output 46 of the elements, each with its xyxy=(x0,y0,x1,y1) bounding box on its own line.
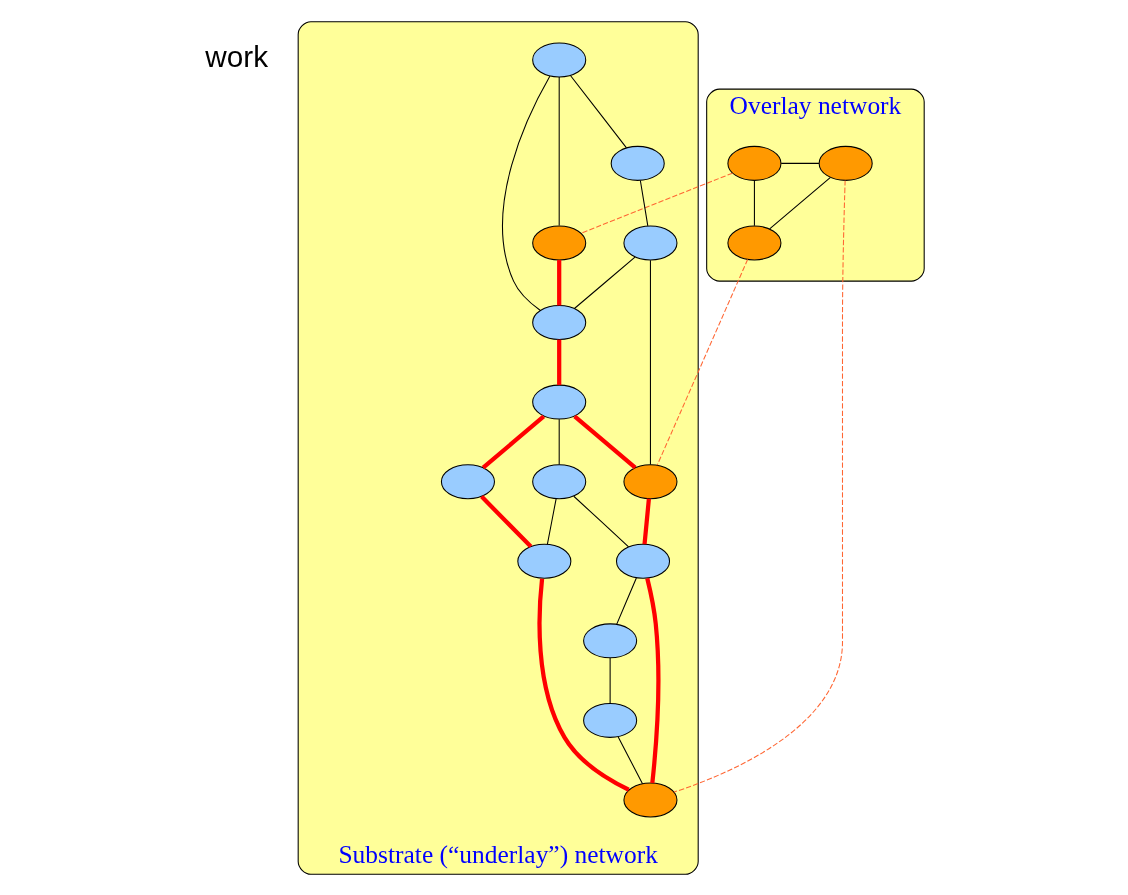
cluster: Overlay network xyxy=(705,88,925,282)
label: work xyxy=(204,39,268,73)
connector xyxy=(656,258,748,466)
connector xyxy=(558,418,560,465)
node-ellipse xyxy=(726,224,781,260)
connector xyxy=(580,172,733,234)
node-ellipse xyxy=(516,543,571,579)
connector xyxy=(556,339,561,385)
node-ellipse xyxy=(531,384,586,420)
node-ellipse xyxy=(531,41,586,77)
connector xyxy=(780,162,819,164)
node-ellipse xyxy=(531,463,586,499)
node-ellipse xyxy=(531,304,586,340)
connector xyxy=(609,656,611,704)
node-ellipse xyxy=(582,622,637,658)
node-ellipse xyxy=(531,224,586,260)
connector xyxy=(641,498,651,544)
node-ellipse xyxy=(622,224,677,260)
node-ellipse xyxy=(610,145,665,181)
node-ellipse xyxy=(622,463,677,499)
connector xyxy=(536,577,630,792)
node-ellipse xyxy=(440,463,495,499)
connector xyxy=(569,74,627,148)
connector xyxy=(572,495,629,547)
node-ellipse xyxy=(582,702,637,738)
connector xyxy=(556,259,561,305)
connector xyxy=(644,577,660,783)
node-ellipse xyxy=(726,145,781,181)
connector xyxy=(617,735,643,784)
connector xyxy=(572,414,637,469)
node-ellipse xyxy=(818,145,873,181)
connector xyxy=(479,494,532,548)
cluster: Substrate (“underlay”) network xyxy=(297,20,699,875)
connector xyxy=(753,179,755,226)
connector xyxy=(573,256,635,309)
node-ellipse xyxy=(615,543,670,579)
connector xyxy=(558,76,560,226)
connector xyxy=(481,414,545,469)
connector xyxy=(546,497,557,545)
connector xyxy=(615,576,637,625)
connector xyxy=(501,75,550,311)
connector xyxy=(649,259,651,465)
connector xyxy=(768,176,831,229)
node-ellipse xyxy=(622,782,677,817)
connector xyxy=(639,179,648,226)
connector xyxy=(672,179,846,793)
